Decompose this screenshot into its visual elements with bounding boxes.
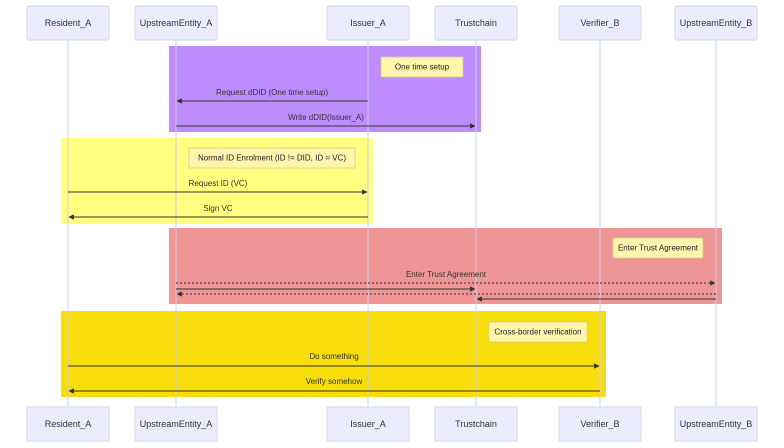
actor-label: UpstreamEntity_A bbox=[140, 18, 213, 28]
actor-resident-a-top: Resident_A bbox=[26, 5, 110, 41]
message-trust-0: Enter Trust Agreement bbox=[176, 270, 716, 286]
actor-label: UpstreamEntity_A bbox=[140, 419, 213, 429]
message-label: Request ID (VC) bbox=[189, 179, 248, 188]
actor-label: Verifier_B bbox=[580, 419, 619, 429]
actor-label: UpstreamEntity_B bbox=[680, 419, 753, 429]
note-crossborder: Cross-border verification bbox=[488, 321, 588, 343]
actor-issuer-a-bottom: Issuer_A bbox=[326, 406, 410, 442]
message-label: Do something bbox=[309, 352, 358, 361]
note-text: Enter Trust Agreement bbox=[618, 244, 699, 253]
note-text: Cross-border verification bbox=[494, 328, 581, 337]
message-label: Enter Trust Agreement bbox=[406, 270, 487, 279]
message-enrolment-0: Request ID (VC) bbox=[68, 179, 368, 195]
message-crossborder-0: Do something bbox=[68, 352, 600, 369]
note-trust: Enter Trust Agreement bbox=[612, 237, 704, 259]
note-setup: One time setup bbox=[380, 56, 464, 78]
actor-verifier-b-bottom: Verifier_B bbox=[558, 406, 642, 442]
message-setup-1: Write dDID(Issuer_A) bbox=[176, 113, 476, 129]
note-text: One time setup bbox=[395, 63, 450, 72]
actor-upstream-a-top: UpstreamEntity_A bbox=[134, 5, 218, 41]
actor-label: Issuer_A bbox=[350, 419, 386, 429]
note-enrolment: Normal ID Enrolment (ID != DID, ID = VC) bbox=[188, 147, 356, 169]
actor-resident-a-bottom: Resident_A bbox=[26, 406, 110, 442]
actor-upstream-b-bottom: UpstreamEntity_B bbox=[674, 406, 758, 442]
actor-trustchain-top: Trustchain bbox=[434, 5, 518, 41]
actor-upstream-a-bottom: UpstreamEntity_A bbox=[134, 406, 218, 442]
message-crossborder-1: Verify somehow bbox=[68, 377, 600, 394]
actor-label: Trustchain bbox=[455, 18, 497, 28]
actor-upstream-b-top: UpstreamEntity_B bbox=[674, 5, 758, 41]
note-text: Normal ID Enrolment (ID != DID, ID = VC) bbox=[198, 154, 346, 163]
actor-verifier-b-top: Verifier_B bbox=[558, 5, 642, 41]
message-label: Verify somehow bbox=[306, 377, 363, 386]
actor-label: UpstreamEntity_B bbox=[680, 18, 753, 28]
message-enrolment-1: Sign VC bbox=[68, 204, 368, 220]
message-label: Write dDID(Issuer_A) bbox=[288, 113, 364, 122]
message-label: Request dDID (One time setup) bbox=[216, 88, 328, 97]
actor-label: Issuer_A bbox=[350, 18, 386, 28]
actor-label: Verifier_B bbox=[580, 18, 619, 28]
actor-trustchain-bottom: Trustchain bbox=[434, 406, 518, 442]
actor-label: Trustchain bbox=[455, 419, 497, 429]
actor-label: Resident_A bbox=[45, 18, 92, 28]
actor-label: Resident_A bbox=[45, 419, 92, 429]
actor-issuer-a-top: Issuer_A bbox=[326, 5, 410, 41]
message-setup-0: Request dDID (One time setup) bbox=[176, 88, 368, 104]
message-label: Sign VC bbox=[203, 204, 233, 213]
